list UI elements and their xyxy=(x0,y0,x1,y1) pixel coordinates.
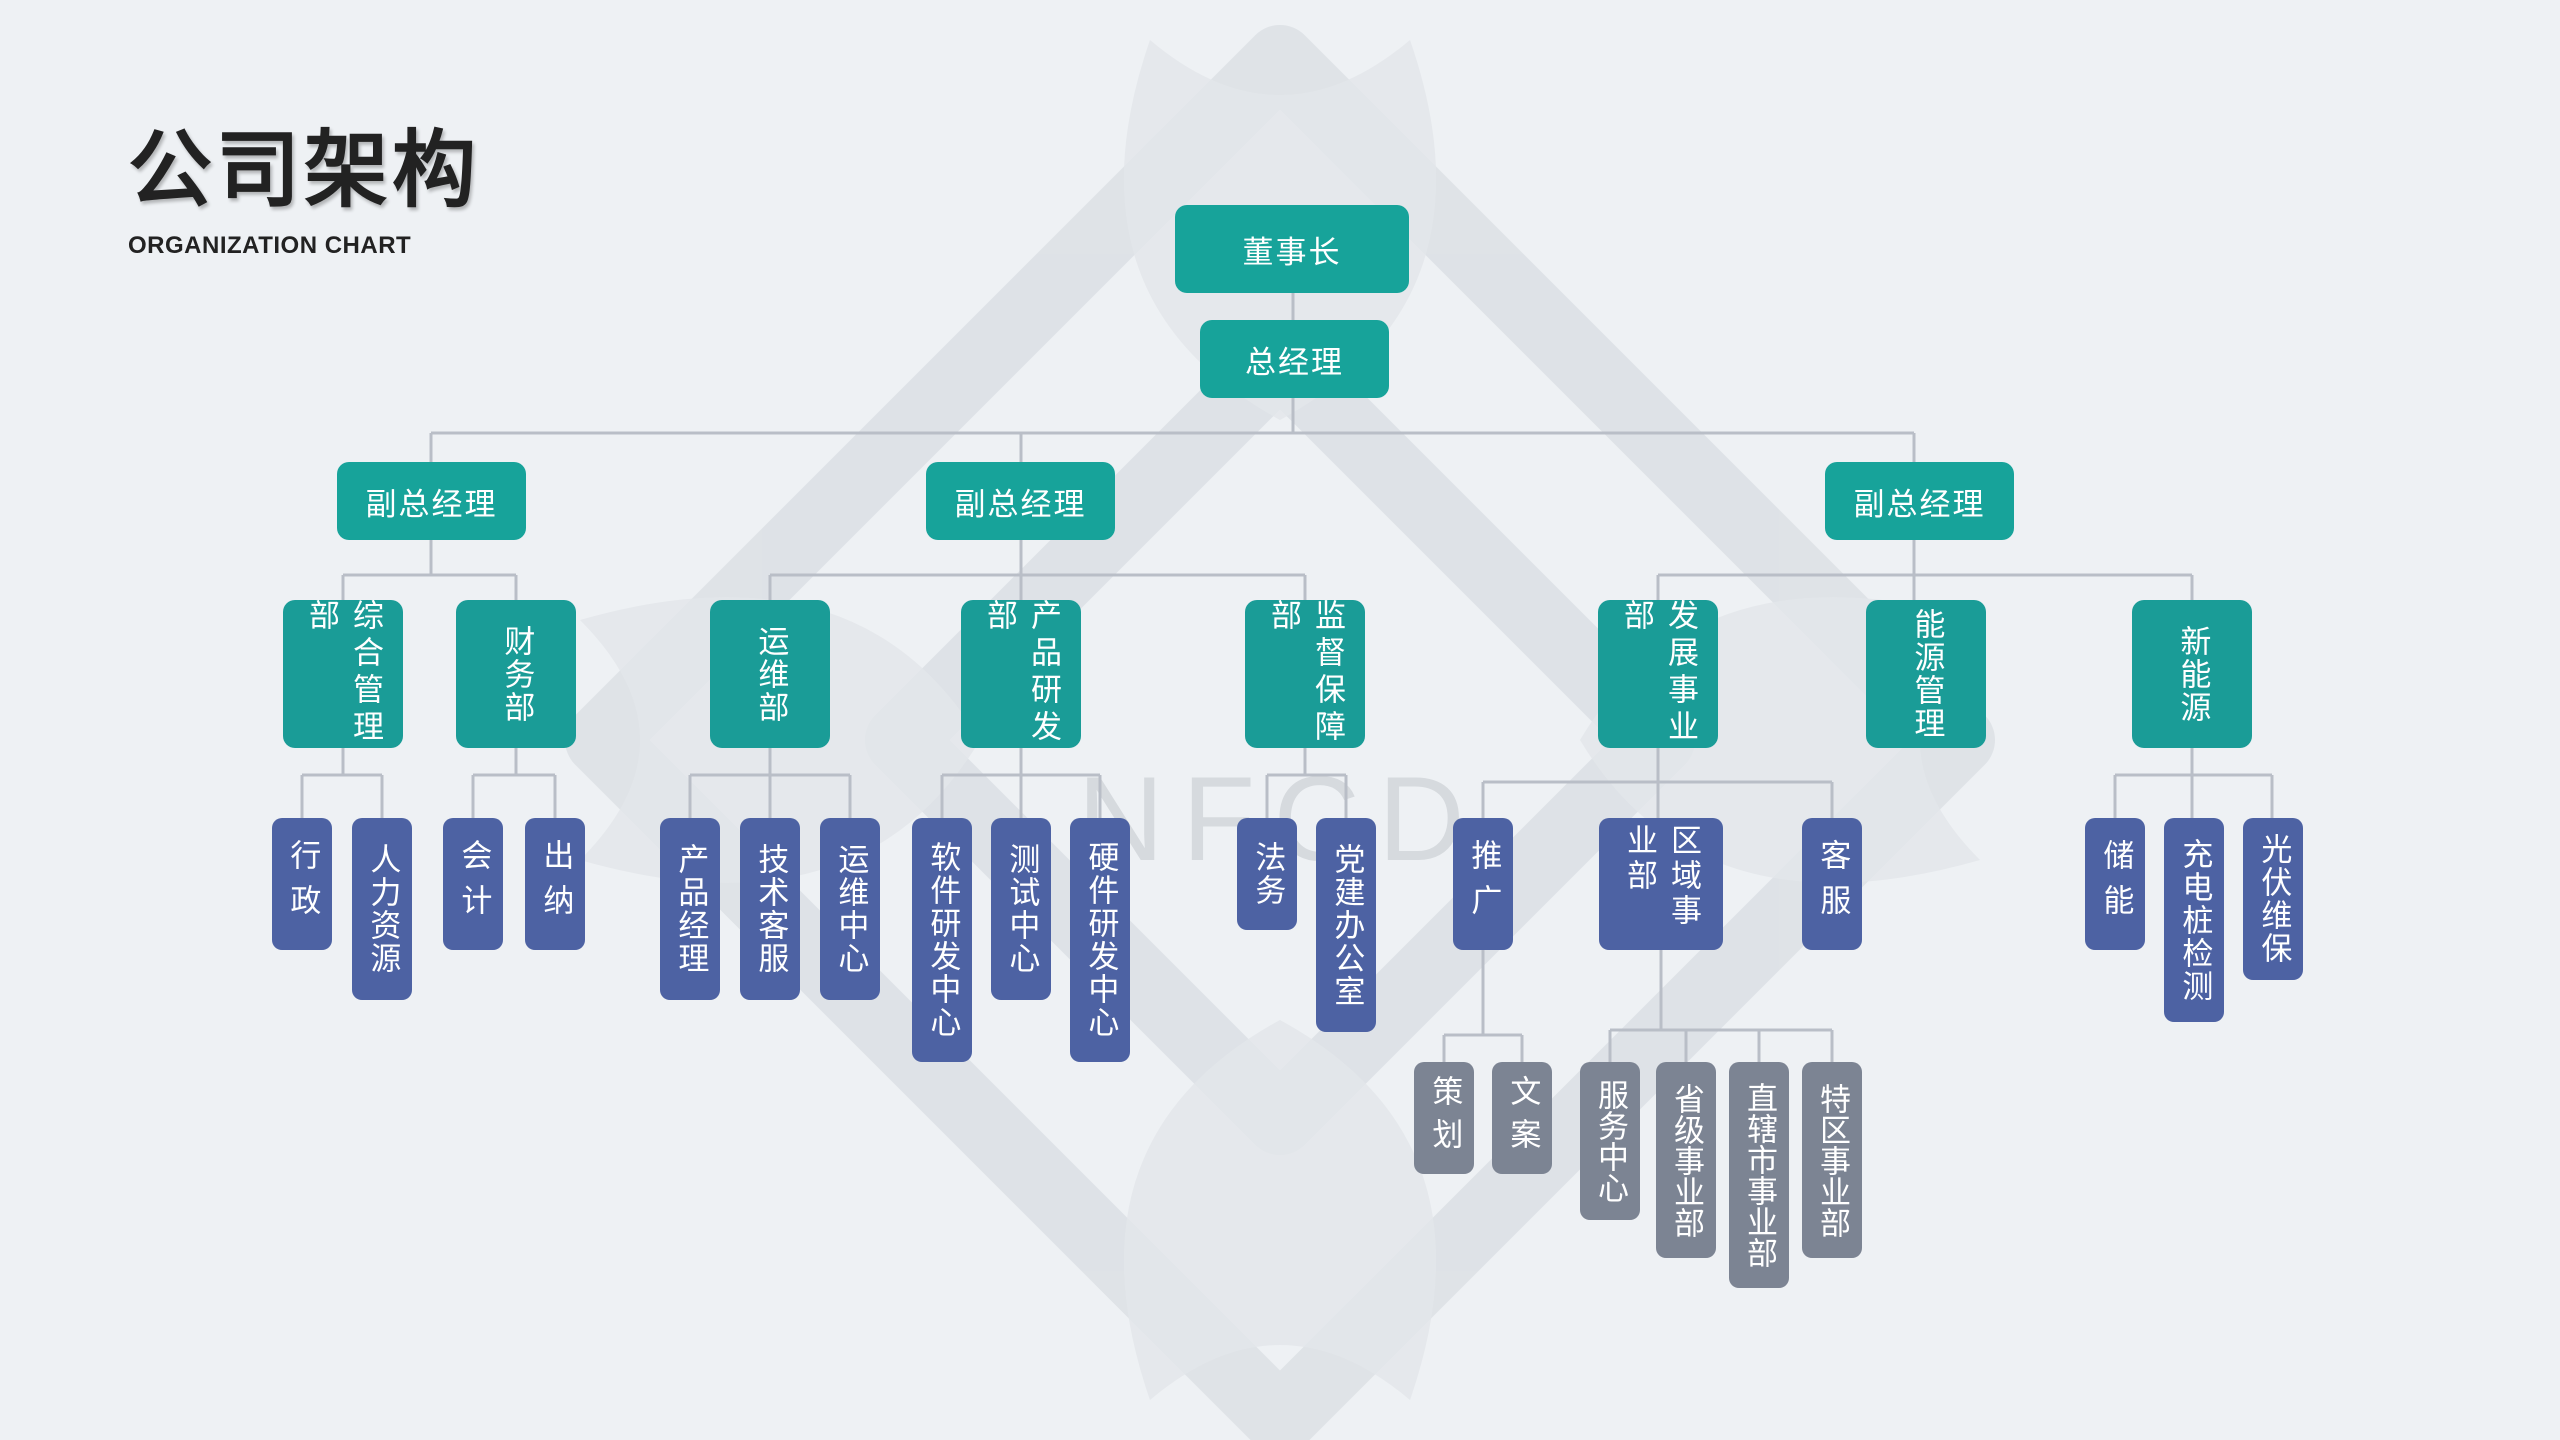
sub-hr: 人力资源 xyxy=(352,818,412,1000)
page-subtitle: ORGANIZATION CHART xyxy=(128,232,412,259)
leaf-label: 特区事业部 xyxy=(1814,1082,1851,1238)
dept-product-rd: 产品研发部 xyxy=(961,599,1081,748)
sub-cashier: 出纳 xyxy=(525,818,585,950)
vice-gm-node-1: 副总经理 xyxy=(337,462,526,540)
sub-product-manager: 产品经理 xyxy=(660,818,720,1000)
sub-tech-support: 技术客服 xyxy=(740,818,800,1000)
sub-label: 充电桩检测 xyxy=(2176,837,2213,1003)
sub-label: 储能 xyxy=(2097,839,2134,929)
dept-finance: 财务部 xyxy=(456,600,576,748)
dept-development: 发展事业部 xyxy=(1598,599,1718,748)
sub-label: 光伏维保 xyxy=(2255,833,2292,965)
dept-general-admin: 综合管理部 xyxy=(283,599,403,748)
sub-party-office: 党建办公室 xyxy=(1316,818,1376,1032)
sub-label: 产品经理 xyxy=(672,843,709,975)
leaf-label: 服务中心 xyxy=(1592,1079,1629,1203)
sub-label: 法务 xyxy=(1249,841,1286,907)
sub-label: 会计 xyxy=(455,839,492,929)
dept-label: 发展事业部 xyxy=(1618,599,1698,747)
sub-testing-center: 测试中心 xyxy=(991,818,1051,1000)
sub-label: 出纳 xyxy=(537,839,574,929)
sub-label: 客服 xyxy=(1814,839,1851,929)
dept-energy-mgmt: 能源管理 xyxy=(1866,600,1986,748)
sub-energy-storage: 储能 xyxy=(2085,818,2145,950)
dept-label: 监督保障部 xyxy=(1265,599,1345,747)
vice-gm-node-3: 副总经理 xyxy=(1825,462,2014,540)
dept-new-energy: 新能源 xyxy=(2132,600,2252,748)
sub-label: 党建办公室 xyxy=(1328,842,1365,1008)
dept-label: 运维部 xyxy=(752,624,789,724)
sub-admin: 行政 xyxy=(272,818,332,950)
sub-label: 人力资源 xyxy=(364,843,401,975)
sub-promotion: 推广 xyxy=(1453,818,1513,950)
leaf-label: 策划 xyxy=(1426,1075,1463,1161)
sub-pv-maintenance: 光伏维保 xyxy=(2243,818,2303,980)
sub-charging-pile-test: 充电桩检测 xyxy=(2164,818,2224,1022)
leaf-label: 文案 xyxy=(1504,1075,1541,1161)
sub-label: 测试中心 xyxy=(1003,843,1040,975)
dept-supervision: 监督保障部 xyxy=(1245,599,1365,748)
sub-label: 行政 xyxy=(284,839,321,929)
sub-customer-service: 客服 xyxy=(1802,818,1862,950)
general-manager-node: 总经理 xyxy=(1200,320,1389,398)
chairman-node: 董事长 xyxy=(1175,205,1409,293)
sub-label: 技术客服 xyxy=(752,843,789,975)
sub-label: 推广 xyxy=(1465,839,1502,929)
leaf-provincial-division: 省级事业部 xyxy=(1656,1062,1716,1258)
sub-label: 软件研发中心 xyxy=(924,841,961,1039)
sub-software-rd: 软件研发中心 xyxy=(912,818,972,1062)
dept-label: 新能源 xyxy=(2174,624,2211,724)
sub-hardware-rd: 硬件研发中心 xyxy=(1070,818,1130,1062)
leaf-label: 省级事业部 xyxy=(1668,1082,1705,1238)
sub-label: 硬件研发中心 xyxy=(1082,841,1119,1039)
leaf-service-center: 服务中心 xyxy=(1580,1062,1640,1220)
vice-gm-node-2: 副总经理 xyxy=(926,462,1115,540)
sub-legal: 法务 xyxy=(1237,818,1297,930)
dept-operations: 运维部 xyxy=(710,600,830,748)
dept-label: 综合管理部 xyxy=(303,599,383,747)
sub-accounting: 会计 xyxy=(443,818,503,950)
sub-label: 运维中心 xyxy=(832,843,869,975)
page-title: 公司架构 xyxy=(128,120,481,219)
dept-label: 能源管理 xyxy=(1908,608,1945,740)
sub-regional-division: 区域事业部 xyxy=(1599,818,1723,950)
title-block: 公司架构 ORGANIZATION CHART xyxy=(128,128,480,260)
sub-ops-center: 运维中心 xyxy=(820,818,880,1000)
leaf-label: 直辖市事业部 xyxy=(1741,1082,1778,1268)
dept-label: 产品研发部 xyxy=(981,599,1061,747)
leaf-copywriting: 文案 xyxy=(1492,1062,1552,1174)
leaf-municipal-division: 直辖市事业部 xyxy=(1729,1062,1789,1288)
dept-label: 财务部 xyxy=(498,624,535,724)
sub-label: 区域事业部 xyxy=(1621,824,1701,929)
leaf-planning: 策划 xyxy=(1414,1062,1474,1174)
leaf-sar-division: 特区事业部 xyxy=(1802,1062,1862,1258)
